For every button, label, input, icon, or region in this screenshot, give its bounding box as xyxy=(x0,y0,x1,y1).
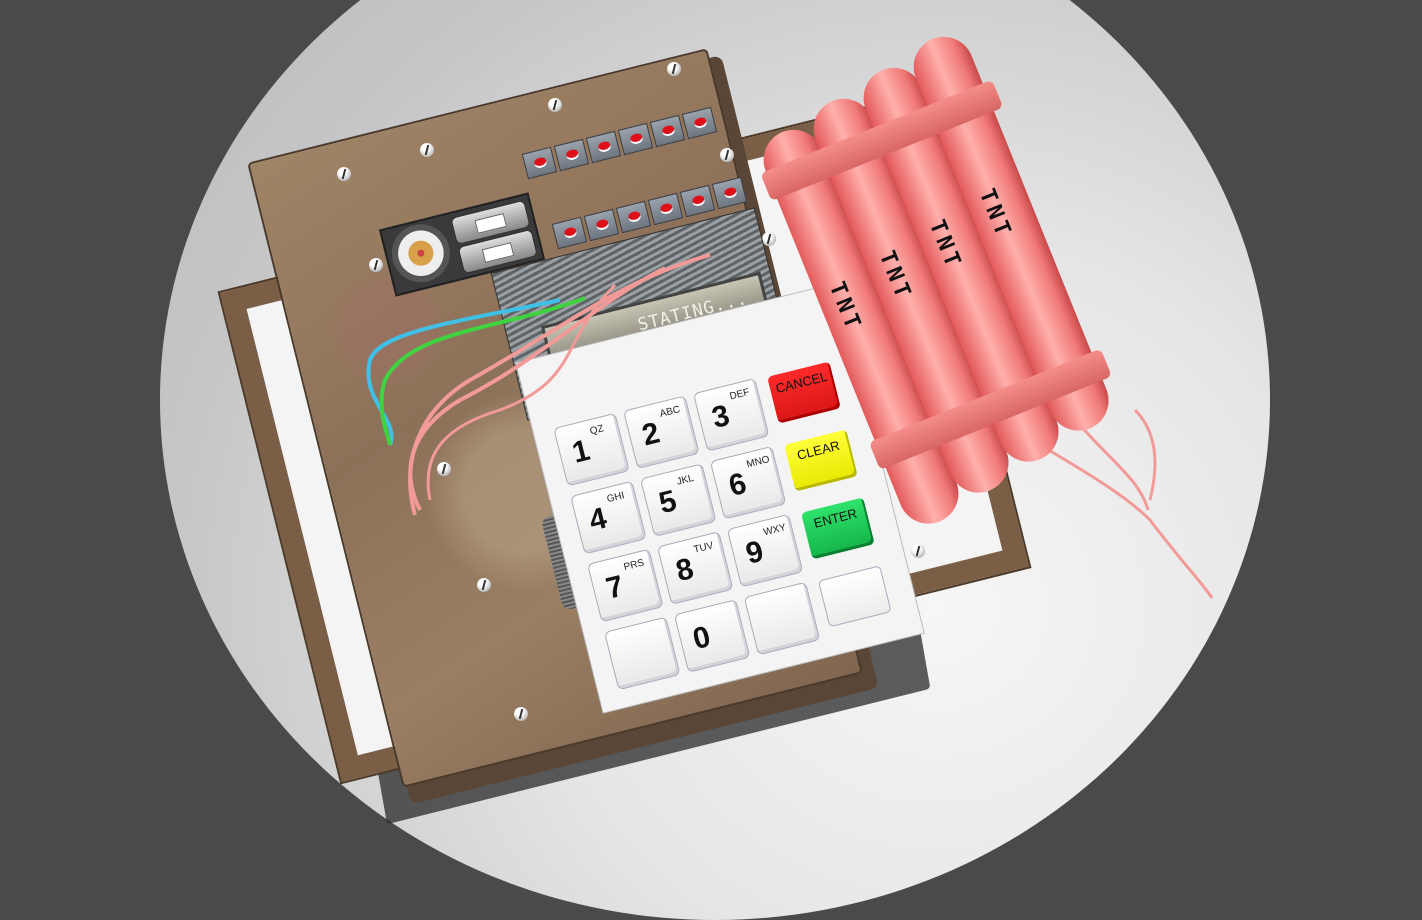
screw xyxy=(337,167,351,181)
cancel-button[interactable]: CANCEL xyxy=(767,361,841,424)
dial-icon xyxy=(385,218,457,289)
screw xyxy=(514,707,528,721)
clear-button[interactable]: CLEAR xyxy=(784,429,858,492)
screw xyxy=(437,462,451,476)
key-blank-left[interactable] xyxy=(603,616,681,691)
screw xyxy=(667,62,681,76)
screw xyxy=(420,143,434,157)
screw xyxy=(477,578,491,592)
enter-button[interactable]: ENTER xyxy=(800,497,875,560)
screw xyxy=(369,258,383,272)
screw xyxy=(762,232,776,246)
key-0[interactable]: 0 xyxy=(673,599,751,673)
screw xyxy=(548,98,562,112)
screw xyxy=(720,148,734,162)
screw xyxy=(911,544,925,558)
key-blank-right[interactable] xyxy=(743,581,821,656)
blank-function-key[interactable] xyxy=(817,565,892,628)
